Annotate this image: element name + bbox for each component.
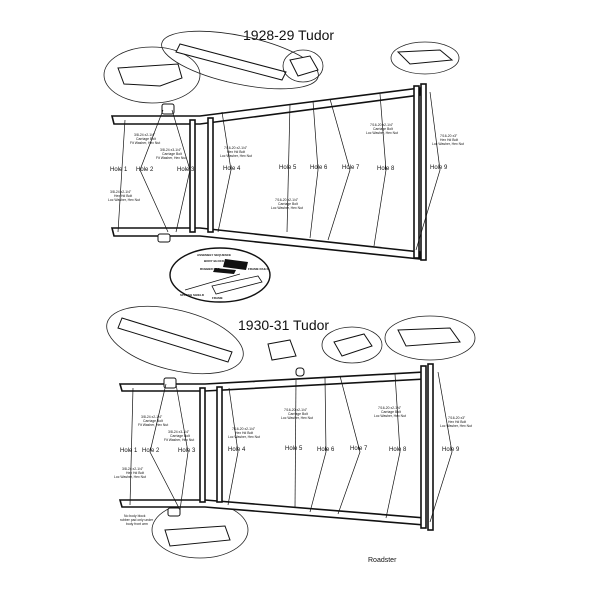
front-crossmember-right xyxy=(207,117,214,233)
crossmember-part xyxy=(175,43,287,81)
top-hole-labels: Hole 1 Hole 2 Hole 3 Hole 4 Hole 5 Hole … xyxy=(110,165,448,173)
hole-label: Hole 5 xyxy=(285,446,303,452)
bottom-title: 1930-31 Tudor xyxy=(238,317,329,333)
body-block-3 xyxy=(396,49,454,65)
top-title: 1928-29 Tudor xyxy=(243,27,334,43)
hole-label: Hole 4 xyxy=(223,166,241,172)
svg-text:FRAME: FRAME xyxy=(212,296,223,300)
rear-crossmember-a xyxy=(413,85,420,259)
body-block-shape xyxy=(223,259,248,270)
hole-label: Hole 6 xyxy=(310,165,328,171)
body-block-1 xyxy=(117,63,183,87)
bracket-bottom xyxy=(157,233,171,243)
hole-label: Hole 1 xyxy=(110,167,128,173)
top-frame-lower-rail xyxy=(110,227,421,260)
bottom-frame-lower-rail xyxy=(118,499,426,526)
hole-label: Hole 2 xyxy=(142,448,160,454)
bottom-hole-labels: Hole 1 Hole 2 Hole 3 Hole 4 Hole 5 Hole … xyxy=(120,446,460,454)
hole-label: Hole 1 xyxy=(120,448,138,454)
svg-text:FRAME RAILS: FRAME RAILS xyxy=(248,267,269,271)
detail-oval-body-block-1 xyxy=(103,46,201,104)
hole-label: Hole 5 xyxy=(279,165,297,171)
front-crossmember-left xyxy=(199,387,206,503)
hole-label: Hole 9 xyxy=(430,165,448,171)
svg-text:BODY BLOCK: BODY BLOCK xyxy=(204,259,225,263)
hole-label: Hole 4 xyxy=(228,447,246,453)
rear-crossmember-b xyxy=(420,83,427,261)
bottom-leader-lines xyxy=(129,371,453,523)
hole-label: Hole 3 xyxy=(177,167,195,173)
roadster-label: Roadster xyxy=(368,557,397,564)
rubber-pad-shape xyxy=(213,268,236,274)
hole-label: Hole 8 xyxy=(389,447,407,453)
hole-label: Hole 6 xyxy=(317,447,335,453)
detail-oval-body-block-2 xyxy=(321,326,383,364)
hole-label: Hole 7 xyxy=(350,446,368,452)
bracket-top xyxy=(163,377,177,389)
front-crossmember-left xyxy=(189,119,196,233)
detail-oval-crossmember xyxy=(106,305,244,375)
crossmember-part xyxy=(117,317,233,363)
rear-crossmember-b xyxy=(427,363,434,531)
hole-label: Hole 9 xyxy=(442,447,460,453)
rear-crossmember-a xyxy=(420,365,427,529)
body-block-2 xyxy=(333,333,373,357)
body-block-3 xyxy=(397,327,461,347)
assembly-sequence-inset: ASSEMBLY SEQUENCE BODY BLOCK RUBBER PAD … xyxy=(169,247,271,303)
body-block-1 xyxy=(267,339,297,361)
top-diagram: 1928-29 Tudor Hole 1 Hole 2 Hole 3 xyxy=(103,27,464,261)
hole-label: Hole 2 xyxy=(136,167,154,173)
bottom-diagram: 1930-31 Tudor Hole 1 Hole 2 Hole 3 H xyxy=(106,305,476,564)
bracket-top xyxy=(161,103,175,115)
bracket-mid-top xyxy=(295,367,305,377)
hole-label: Hole 8 xyxy=(377,166,395,172)
detail-oval-body-block-2 xyxy=(282,49,324,83)
top-leader-lines xyxy=(117,91,441,251)
svg-text:SPLASH SHIELD: SPLASH SHIELD xyxy=(180,293,205,297)
bracket-bottom xyxy=(167,507,181,517)
body-block-2 xyxy=(289,55,319,77)
front-crossmember-right xyxy=(216,386,223,503)
detail-oval-body-block-3 xyxy=(384,315,476,361)
body-block-4 xyxy=(164,525,231,547)
detail-oval-body-block-3 xyxy=(390,41,460,75)
hole-label: Hole 3 xyxy=(178,448,196,454)
top-frame-upper-rail xyxy=(110,87,421,125)
svg-text:RUBBER PAD: RUBBER PAD xyxy=(200,267,221,271)
frame-rail-shape xyxy=(211,275,263,295)
hole-label: Hole 7 xyxy=(342,165,360,171)
assembly-title: ASSEMBLY SEQUENCE xyxy=(197,253,231,257)
